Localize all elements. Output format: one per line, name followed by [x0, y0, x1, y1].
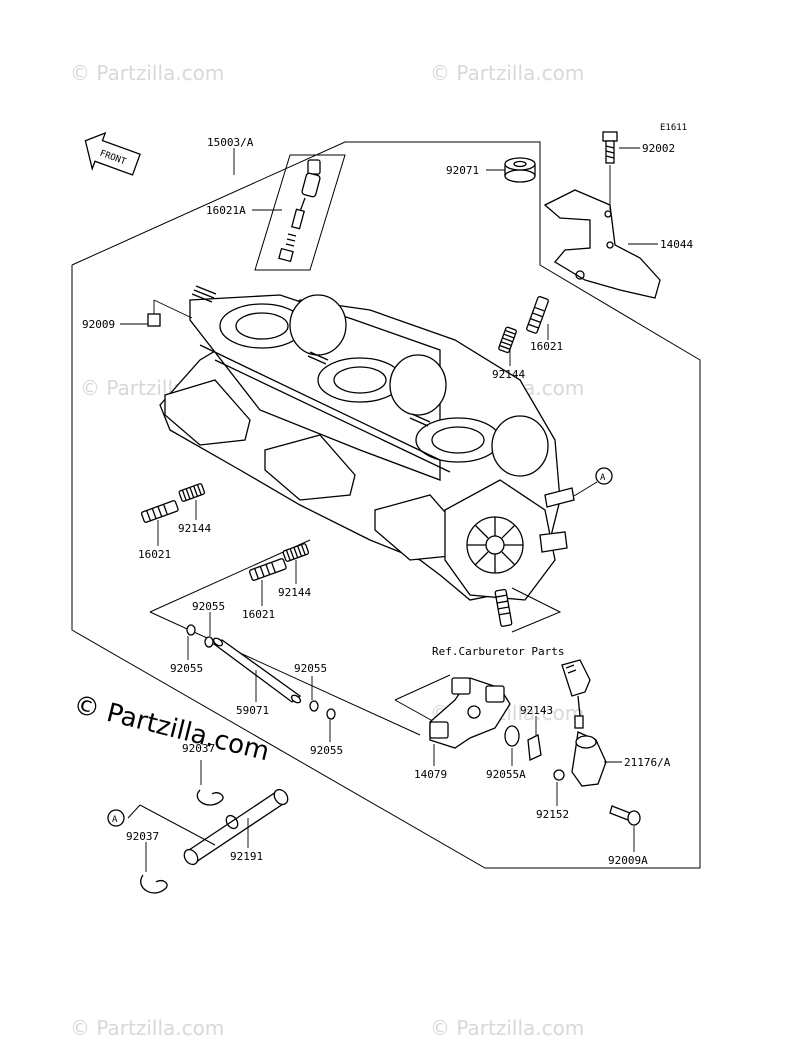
callout-letter: A: [112, 815, 118, 825]
part-label-92009: 92009: [82, 318, 115, 331]
fuel-pipe-59071: [212, 637, 302, 704]
part-label-92144: 92144: [178, 522, 211, 535]
screw-92009: [147, 299, 193, 327]
part-label-92055A: 92055A: [486, 768, 526, 781]
part-label-92191: 92191: [230, 850, 263, 863]
hose-guide: [127, 804, 216, 846]
part-label-16021: 16021: [138, 548, 171, 561]
throttle-stop-screw: [254, 154, 346, 271]
part-label-92143: 92143: [520, 704, 553, 717]
part-label-14044: 14044: [660, 238, 693, 251]
clip-92143: [527, 734, 542, 761]
hose-clip-top: [196, 789, 224, 806]
part-label-92037: 92037: [182, 742, 215, 755]
part-label-15003A: 15003/A: [207, 136, 254, 149]
callout-a-left: A: [107, 809, 125, 827]
o-ring: [186, 624, 196, 636]
spring-right: [498, 326, 517, 354]
front-arrow-icon: FRONT: [84, 131, 141, 176]
bracket-14079: [429, 677, 511, 749]
part-label-92071: 92071: [446, 164, 479, 177]
diagram-code: E1611: [660, 123, 687, 133]
o-ring: [326, 708, 336, 720]
pilot-screw-mid: [248, 558, 287, 581]
part-label-92152: 92152: [536, 808, 569, 821]
part-label-16021: 16021: [530, 340, 563, 353]
screw-bottom: [494, 588, 513, 627]
part-label-92055: 92055: [310, 744, 343, 757]
part-label-16021A: 16021A: [206, 204, 246, 217]
screw-guide-plane: [394, 674, 451, 701]
leader-lines: [120, 147, 658, 872]
part-label-92055: 92055: [170, 662, 203, 675]
carburetor-bank: [159, 285, 575, 601]
part-number-labels: 15003/A 16021A 92009 92071 92002 14044 1…: [82, 136, 693, 867]
watermark: © Partzilla.com: [70, 1016, 224, 1040]
o-ring: [204, 636, 214, 648]
reference-note: Ref.Carburetor Parts: [432, 645, 564, 658]
choke-assembly-21176: [561, 659, 607, 787]
bolt-92002: [602, 131, 618, 210]
part-label-92002: 92002: [642, 142, 675, 155]
washer-92152: [553, 769, 565, 781]
o-ring-92055A: [504, 725, 520, 747]
hose-clip-bottom: [140, 874, 168, 894]
spring-left: [178, 483, 206, 502]
part-label-92009A: 92009A: [608, 854, 648, 867]
screw-guide-plane: [511, 587, 562, 633]
watermark: © Partzilla.com: [430, 1016, 584, 1040]
mounting-bracket: [543, 189, 661, 299]
pilot-screw-right: [526, 295, 549, 334]
part-label-92144: 92144: [278, 586, 311, 599]
callout-a-right: A: [595, 467, 613, 485]
callout-letter: A: [600, 473, 606, 483]
screw-92009A: [609, 805, 641, 826]
pilot-screw-left: [140, 500, 179, 523]
part-label-92144: 92144: [492, 368, 525, 381]
grommet-92071: [504, 157, 536, 183]
part-label-92037: 92037: [126, 830, 159, 843]
spring-mid: [282, 543, 310, 562]
o-ring: [309, 700, 319, 712]
part-label-16021: 16021: [242, 608, 275, 621]
part-label-21176A: 21176/A: [624, 756, 671, 769]
part-label-92055: 92055: [192, 600, 225, 613]
part-label-92055: 92055: [294, 662, 327, 675]
fuel-hose-92191: [183, 788, 289, 866]
watermark: © Partzilla.com: [430, 61, 584, 85]
part-label-59071: 59071: [236, 704, 269, 717]
watermark: © Partzilla.com: [70, 61, 224, 85]
part-label-14079: 14079: [414, 768, 447, 781]
assembly-frame: [71, 141, 701, 869]
